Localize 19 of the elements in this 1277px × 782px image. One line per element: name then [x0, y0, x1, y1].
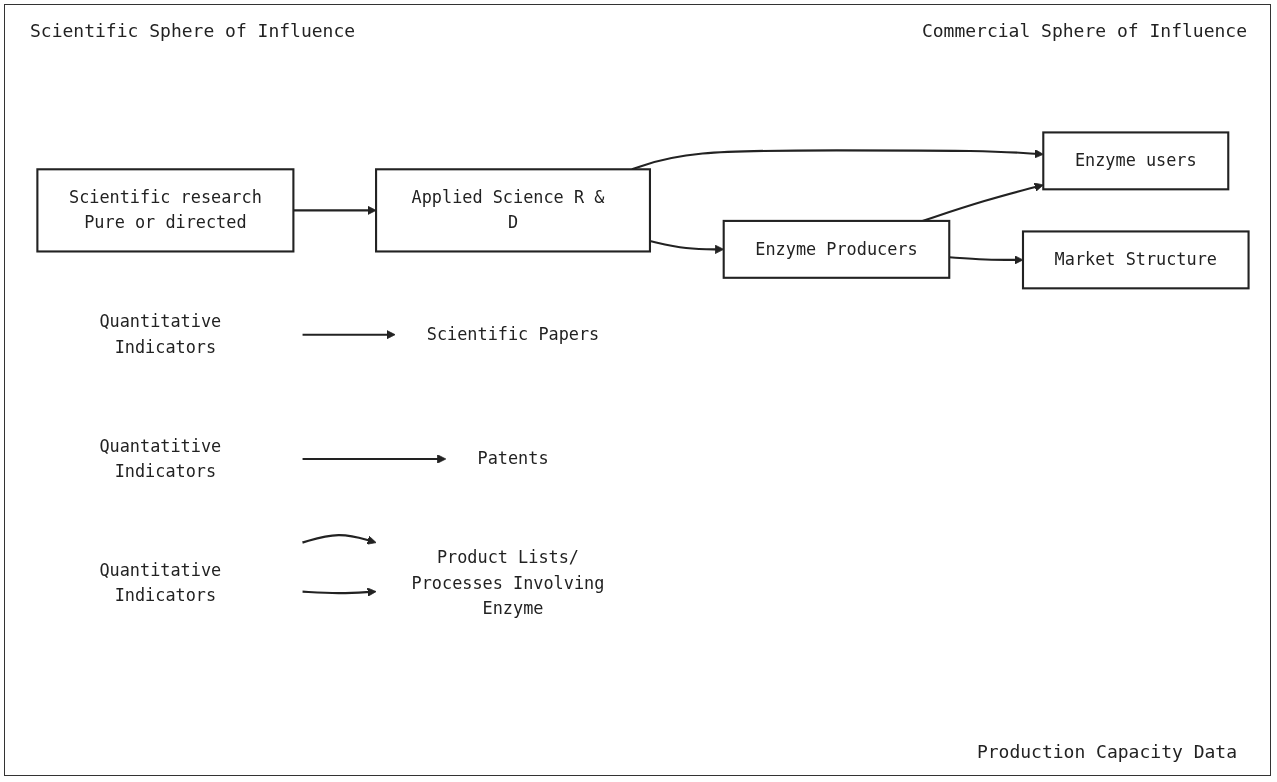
- arrow: [302, 330, 396, 340]
- sphere-label: Scientific Sphere of Influence: [30, 20, 356, 41]
- node-box: Market Structure: [1021, 230, 1250, 290]
- arrow: [302, 454, 447, 464]
- sphere-label: Commercial Sphere of Influence: [921, 20, 1247, 41]
- node-text: Quantitative Indicators: [99, 560, 222, 606]
- arrow: [293, 206, 377, 216]
- arrow: [302, 534, 377, 545]
- node-box: Enzyme Producers: [722, 220, 951, 280]
- node-box: Applied Science R & D: [375, 168, 651, 253]
- node-box: Scientific research Pure or directed: [36, 168, 295, 253]
- arrow: [302, 587, 377, 597]
- node-box: Enzyme users: [1042, 131, 1230, 191]
- node-text: Product Lists/ Processes Involving Enzyme: [411, 547, 605, 619]
- sphere-label: Production Capacity Data: [976, 741, 1237, 762]
- node-text: Quantatitive Indicators: [99, 436, 222, 482]
- node-text: Scientific Papers: [426, 324, 600, 345]
- node-text: Patents: [477, 448, 549, 469]
- node-text: Quantitative Indicators: [99, 311, 222, 358]
